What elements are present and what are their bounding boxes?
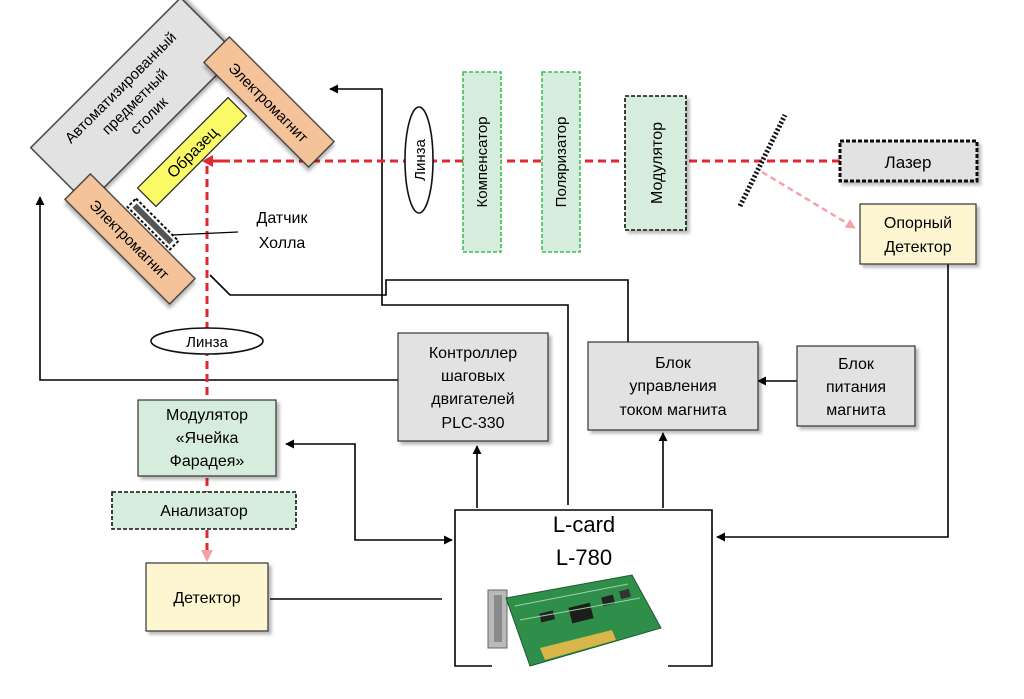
current-unit-to-magnet-line	[209, 274, 629, 342]
ref-detector-line1: Опорный	[884, 215, 952, 232]
electromagnet-top-label: Электромагнит	[225, 60, 312, 147]
detector-block: Детектор	[145, 562, 269, 632]
faraday-line3: Фарадея»	[170, 453, 245, 470]
lens-vertical: Линза	[404, 106, 434, 214]
lcard-name: L-card	[553, 512, 615, 537]
reflected-beam	[761, 170, 856, 230]
modulator-top-block: Модулятор	[624, 95, 687, 231]
detector-label: Детектор	[173, 590, 240, 607]
current-unit-line2: управления	[629, 378, 716, 395]
stepper-controller-block: Контроллер шаговых двигателей PLC-330	[397, 332, 549, 442]
modulator-top-label: Модулятор	[649, 122, 666, 204]
polarizer-block: Поляризатор	[541, 71, 581, 253]
psu-line1: Блок	[838, 356, 875, 373]
ref-detector-to-lcard-line	[716, 264, 949, 542]
faraday-modulator-block: Модулятор «Ячейка Фарадея»	[137, 399, 277, 477]
controller-line3: двигателей	[431, 391, 515, 408]
controller-line4: PLC-330	[441, 415, 504, 432]
analyzer-label: Анализатор	[160, 503, 248, 520]
beam-arrow-down-head	[201, 550, 213, 562]
lcard-frame	[454, 509, 713, 667]
hall-sensor-caption: Датчик Холла	[171, 210, 309, 252]
psu-line3: магнита	[826, 402, 886, 419]
stage-assembly: Автоматизированный предметный столик Эле…	[29, 0, 335, 305]
controller-to-stage-line	[35, 196, 398, 381]
compensator-label: Компенсатор	[474, 116, 491, 207]
lens-vertical-label: Линза	[412, 138, 429, 180]
polarizer-label: Поляризатор	[553, 117, 570, 208]
psu-line2: питания	[826, 379, 886, 396]
connection-lines	[35, 84, 949, 600]
controller-line2: шаговых	[441, 368, 505, 385]
lens-horizontal: Линза	[150, 327, 264, 355]
lcard-to-magnet-line	[329, 84, 569, 505]
current-unit-line1: Блок	[655, 355, 692, 372]
beam-splitter	[737, 113, 788, 208]
controller-line1: Контроллер	[429, 345, 517, 362]
beam-arrow-left-head	[202, 155, 213, 167]
current-unit-line3: током магнита	[619, 402, 726, 419]
magnet-psu-block: Блок питания магнита	[796, 345, 916, 427]
ref-detector-line2: Детектор	[884, 239, 951, 256]
laser-label: Лазер	[885, 153, 932, 172]
faraday-lcard-line	[285, 439, 453, 545]
lcard-block: L-card L-780	[454, 509, 713, 667]
hall-caption-line2: Холла	[259, 235, 306, 252]
faraday-line2: «Ячейка	[176, 430, 239, 447]
hall-sensor	[126, 197, 180, 251]
analyzer-block: Анализатор	[111, 491, 297, 530]
faraday-line1: Модулятор	[166, 407, 248, 424]
lcard-model: L-780	[556, 545, 612, 570]
daq-board-image	[487, 574, 662, 667]
reference-detector-block: Опорный Детектор	[859, 203, 977, 265]
laser-block: Лазер	[838, 139, 979, 183]
compensator-block: Компенсатор	[462, 71, 502, 253]
magnet-current-unit-block: Блок управления током магнита	[587, 341, 759, 431]
laser-beam	[201, 155, 856, 562]
hall-caption-line1: Датчик	[257, 210, 309, 227]
lens-horizontal-label: Линза	[186, 334, 228, 351]
